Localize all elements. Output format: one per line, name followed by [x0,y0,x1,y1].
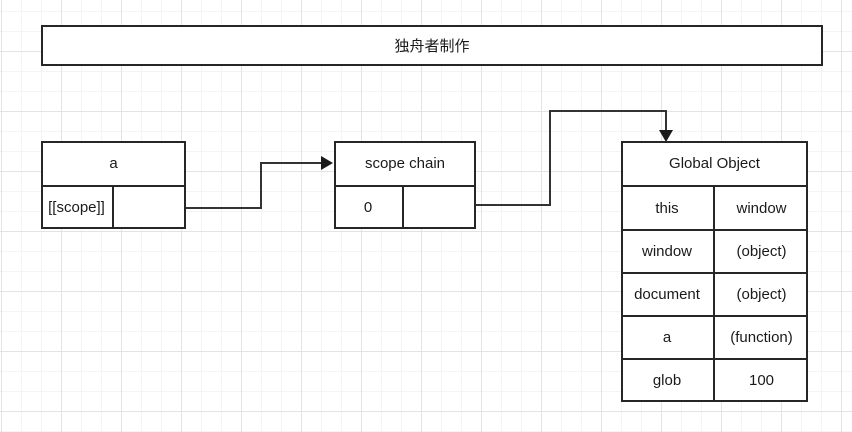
scope-chain-header-divider [334,185,476,187]
global-object-value-document: (object) [736,285,787,303]
connector-2-segment-v2 [665,110,667,132]
global-object-key-a: a [662,328,672,346]
scope-chain-key-0: 0 [363,199,373,216]
global-object-key-glob: glob [652,371,682,389]
global-object-row-divider-0 [621,185,808,187]
connector-1-segment-v [260,162,262,209]
scope-chain-column-divider [402,186,404,229]
scope-chain-header: scope chain [364,155,446,172]
connector-1-arrowhead-icon [321,156,333,170]
connector-1-segment-h2 [260,162,322,164]
connector-2-segment-h1 [476,204,551,206]
function-box-column-divider [112,186,114,229]
scope-chain-value-0 [404,186,476,229]
connector-2-arrowhead-icon [659,130,673,142]
function-box-header: a [109,155,118,172]
global-object-row-divider-2 [621,272,808,274]
global-object-column-divider [713,186,715,402]
global-object-value-glob: 100 [748,371,775,389]
global-object-row-divider-1 [621,229,808,231]
global-object-key-this: this [655,199,679,217]
global-object-row-divider-4 [621,358,808,360]
title-text: 独舟者制作 [394,38,470,55]
global-object-row-divider-3 [621,315,808,317]
connector-2-segment-v1 [549,110,551,206]
function-box-value-scope [114,186,186,229]
function-box-key-scope: [[scope]] [48,199,105,216]
global-object-value-window: (object) [736,242,787,260]
connector-2-segment-h2 [549,110,667,112]
global-object-header: Global Object [669,155,760,172]
title-bar [41,25,823,66]
connector-1-segment-h1 [186,207,262,209]
global-object-value-this: window [736,199,787,217]
global-object-key-document: document [634,285,700,303]
global-object-value-a: (function) [730,328,793,346]
global-object-key-window: window [641,242,693,260]
